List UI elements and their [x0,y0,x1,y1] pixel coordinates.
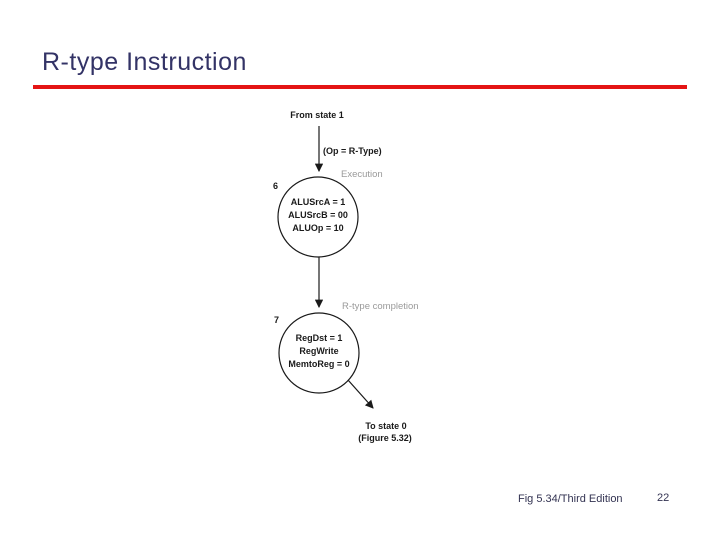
state7-line-2: RegWrite [299,346,339,356]
state7-circle [278,312,360,394]
figure-reference-label: (Figure 5.32) [358,433,412,443]
state6-line-3: ALUOp = 10 [292,223,344,233]
title-underline [33,85,687,89]
footer-caption: Fig 5.34/Third Edition [518,493,623,505]
state7-line-1: RegDst = 1 [295,333,343,343]
from-state-label: From state 1 [290,110,344,120]
state7-contents: RegDst = 1 RegWrite MemtoReg = 0 [269,332,369,371]
state6-circle [277,176,359,258]
state7-number: 7 [274,315,280,325]
page-number: 22 [657,492,670,504]
state7-line-3: MemtoReg = 0 [288,359,350,369]
state6-line-2: ALUSrcB = 00 [288,210,348,220]
arrow-to-state0 [347,379,374,409]
state6-line-1: ALUSrcA = 1 [290,197,346,207]
state6-side-label: Execution [341,169,383,180]
state7-side-label: R-type completion [342,301,419,312]
state6-number: 6 [273,181,279,191]
page-title: R-type Instruction [42,48,247,76]
state6-contents: ALUSrcA = 1 ALUSrcB = 00 ALUOp = 10 [268,196,368,235]
to-state-label: To state 0 [365,421,407,431]
condition-label: (Op = R-Type) [323,146,382,156]
